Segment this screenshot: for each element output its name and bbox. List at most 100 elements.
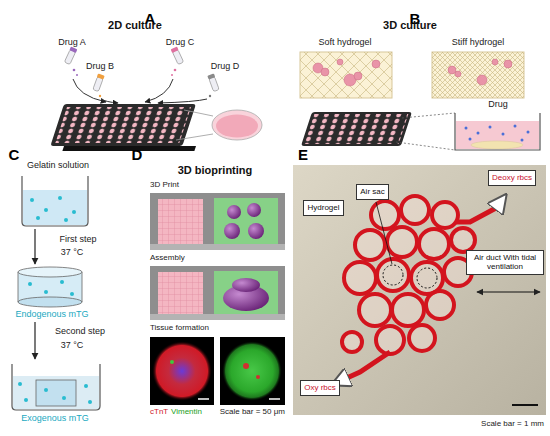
lattice-cell	[409, 325, 435, 351]
temperature-label: 37 °C	[61, 340, 84, 350]
step-arrow	[34, 229, 35, 264]
dot	[88, 400, 92, 404]
stage-label: 3D Print	[150, 180, 179, 189]
dot	[36, 216, 40, 220]
support-bath	[214, 271, 278, 314]
box-text: Air duct With tidal ventilation	[470, 253, 540, 271]
zoom-line	[184, 110, 213, 116]
drop	[209, 95, 211, 97]
scale-label: Scale bar = 1 mm	[481, 419, 544, 428]
label-box: Deoxy rbcs	[488, 170, 536, 186]
plate-body	[50, 104, 196, 146]
panel-title: 2D culture	[108, 19, 162, 32]
hydrogel-grid	[158, 272, 203, 314]
drug-vial	[207, 73, 219, 91]
molecule	[469, 138, 472, 141]
mtg-dots	[30, 196, 76, 222]
step-label: First step	[59, 234, 96, 244]
dot	[70, 292, 74, 296]
spheroid	[224, 223, 240, 239]
curved-arrow	[73, 79, 106, 102]
dispense-arrows	[73, 79, 207, 103]
stain-spot	[243, 363, 249, 369]
stain-label: Vimentin	[171, 407, 202, 416]
gel-bottom	[18, 297, 82, 307]
panel-title: 3D culture	[383, 19, 437, 32]
lattice-cell	[432, 202, 458, 228]
dish-medium	[216, 115, 258, 138]
curved-arrow	[158, 99, 207, 103]
cell	[455, 71, 461, 77]
photo-background	[293, 165, 546, 415]
panel-letter: C	[9, 146, 20, 163]
hydrogel-label: Soft hydrogel	[318, 37, 371, 47]
drop	[174, 69, 177, 72]
lattice-cell	[392, 294, 424, 326]
drug-label: Drug	[488, 99, 508, 109]
hydrogel-mesh	[300, 52, 392, 98]
stain-label: cTnT	[150, 407, 168, 416]
cell	[448, 66, 456, 74]
gel-side	[18, 272, 19, 302]
scale-bar	[512, 404, 538, 406]
lattice-cell	[377, 259, 409, 291]
hydrogel-mesh	[432, 52, 524, 98]
cell	[354, 72, 362, 80]
panel-letter: E	[298, 146, 308, 163]
label-box: Oxy rbcs	[300, 380, 340, 396]
temperature-label: 37 °C	[61, 247, 84, 257]
lattice-cell	[419, 229, 449, 259]
plate-wells	[55, 107, 191, 143]
lattice-cell	[376, 326, 404, 354]
vial-cap	[207, 73, 215, 79]
panel-letter: D	[132, 146, 143, 163]
well-wall	[455, 113, 540, 150]
fluorescence-image	[220, 337, 285, 405]
chamber-floor	[150, 244, 285, 250]
cell-clusters	[313, 59, 512, 86]
print-chamber	[150, 193, 285, 250]
drop	[76, 74, 78, 76]
mtg-dots	[28, 280, 74, 296]
label-box: Air sac	[356, 184, 389, 200]
plate-edge	[62, 146, 196, 151]
molecule	[489, 126, 492, 129]
plate-body	[301, 112, 412, 146]
lattice-cell	[387, 227, 417, 257]
molecule	[527, 131, 530, 134]
molecule	[477, 132, 480, 135]
zoom-line	[176, 134, 213, 140]
zoom-line	[402, 113, 455, 118]
fluorescence-image	[150, 337, 214, 405]
drug-label: Drug D	[211, 61, 240, 71]
vascular-lattice	[342, 196, 475, 354]
cell	[477, 75, 487, 85]
curved-arrow	[101, 99, 118, 103]
scale-label: Scale bar = 50 μm	[220, 407, 285, 416]
cell	[504, 60, 512, 68]
oxy-channel	[338, 352, 390, 382]
vial-cap	[97, 73, 105, 79]
molecule	[514, 125, 517, 128]
lattice-cell	[355, 230, 385, 260]
drug-label: Drug A	[58, 37, 86, 47]
beaker	[22, 176, 88, 226]
soft-hydrogel	[300, 52, 392, 98]
vial-cap	[69, 46, 77, 53]
air-sac-outline	[417, 268, 437, 288]
hydrogel-drop	[471, 141, 523, 149]
well-plate	[50, 104, 196, 146]
hydrogel-block	[158, 199, 203, 244]
dot	[44, 208, 48, 212]
well-plate	[301, 112, 412, 146]
label-box: Hydrogel	[303, 200, 344, 216]
panel-title: 3D bioprinting	[178, 164, 253, 177]
box-text: Oxy rbcs	[304, 383, 336, 392]
gel-top	[18, 267, 82, 277]
lattice-cell	[371, 201, 399, 229]
box-text: Deoxy rbcs	[492, 173, 532, 182]
hydrogel-block	[158, 272, 203, 314]
enzyme-label: Exogenous mTG	[21, 413, 89, 423]
